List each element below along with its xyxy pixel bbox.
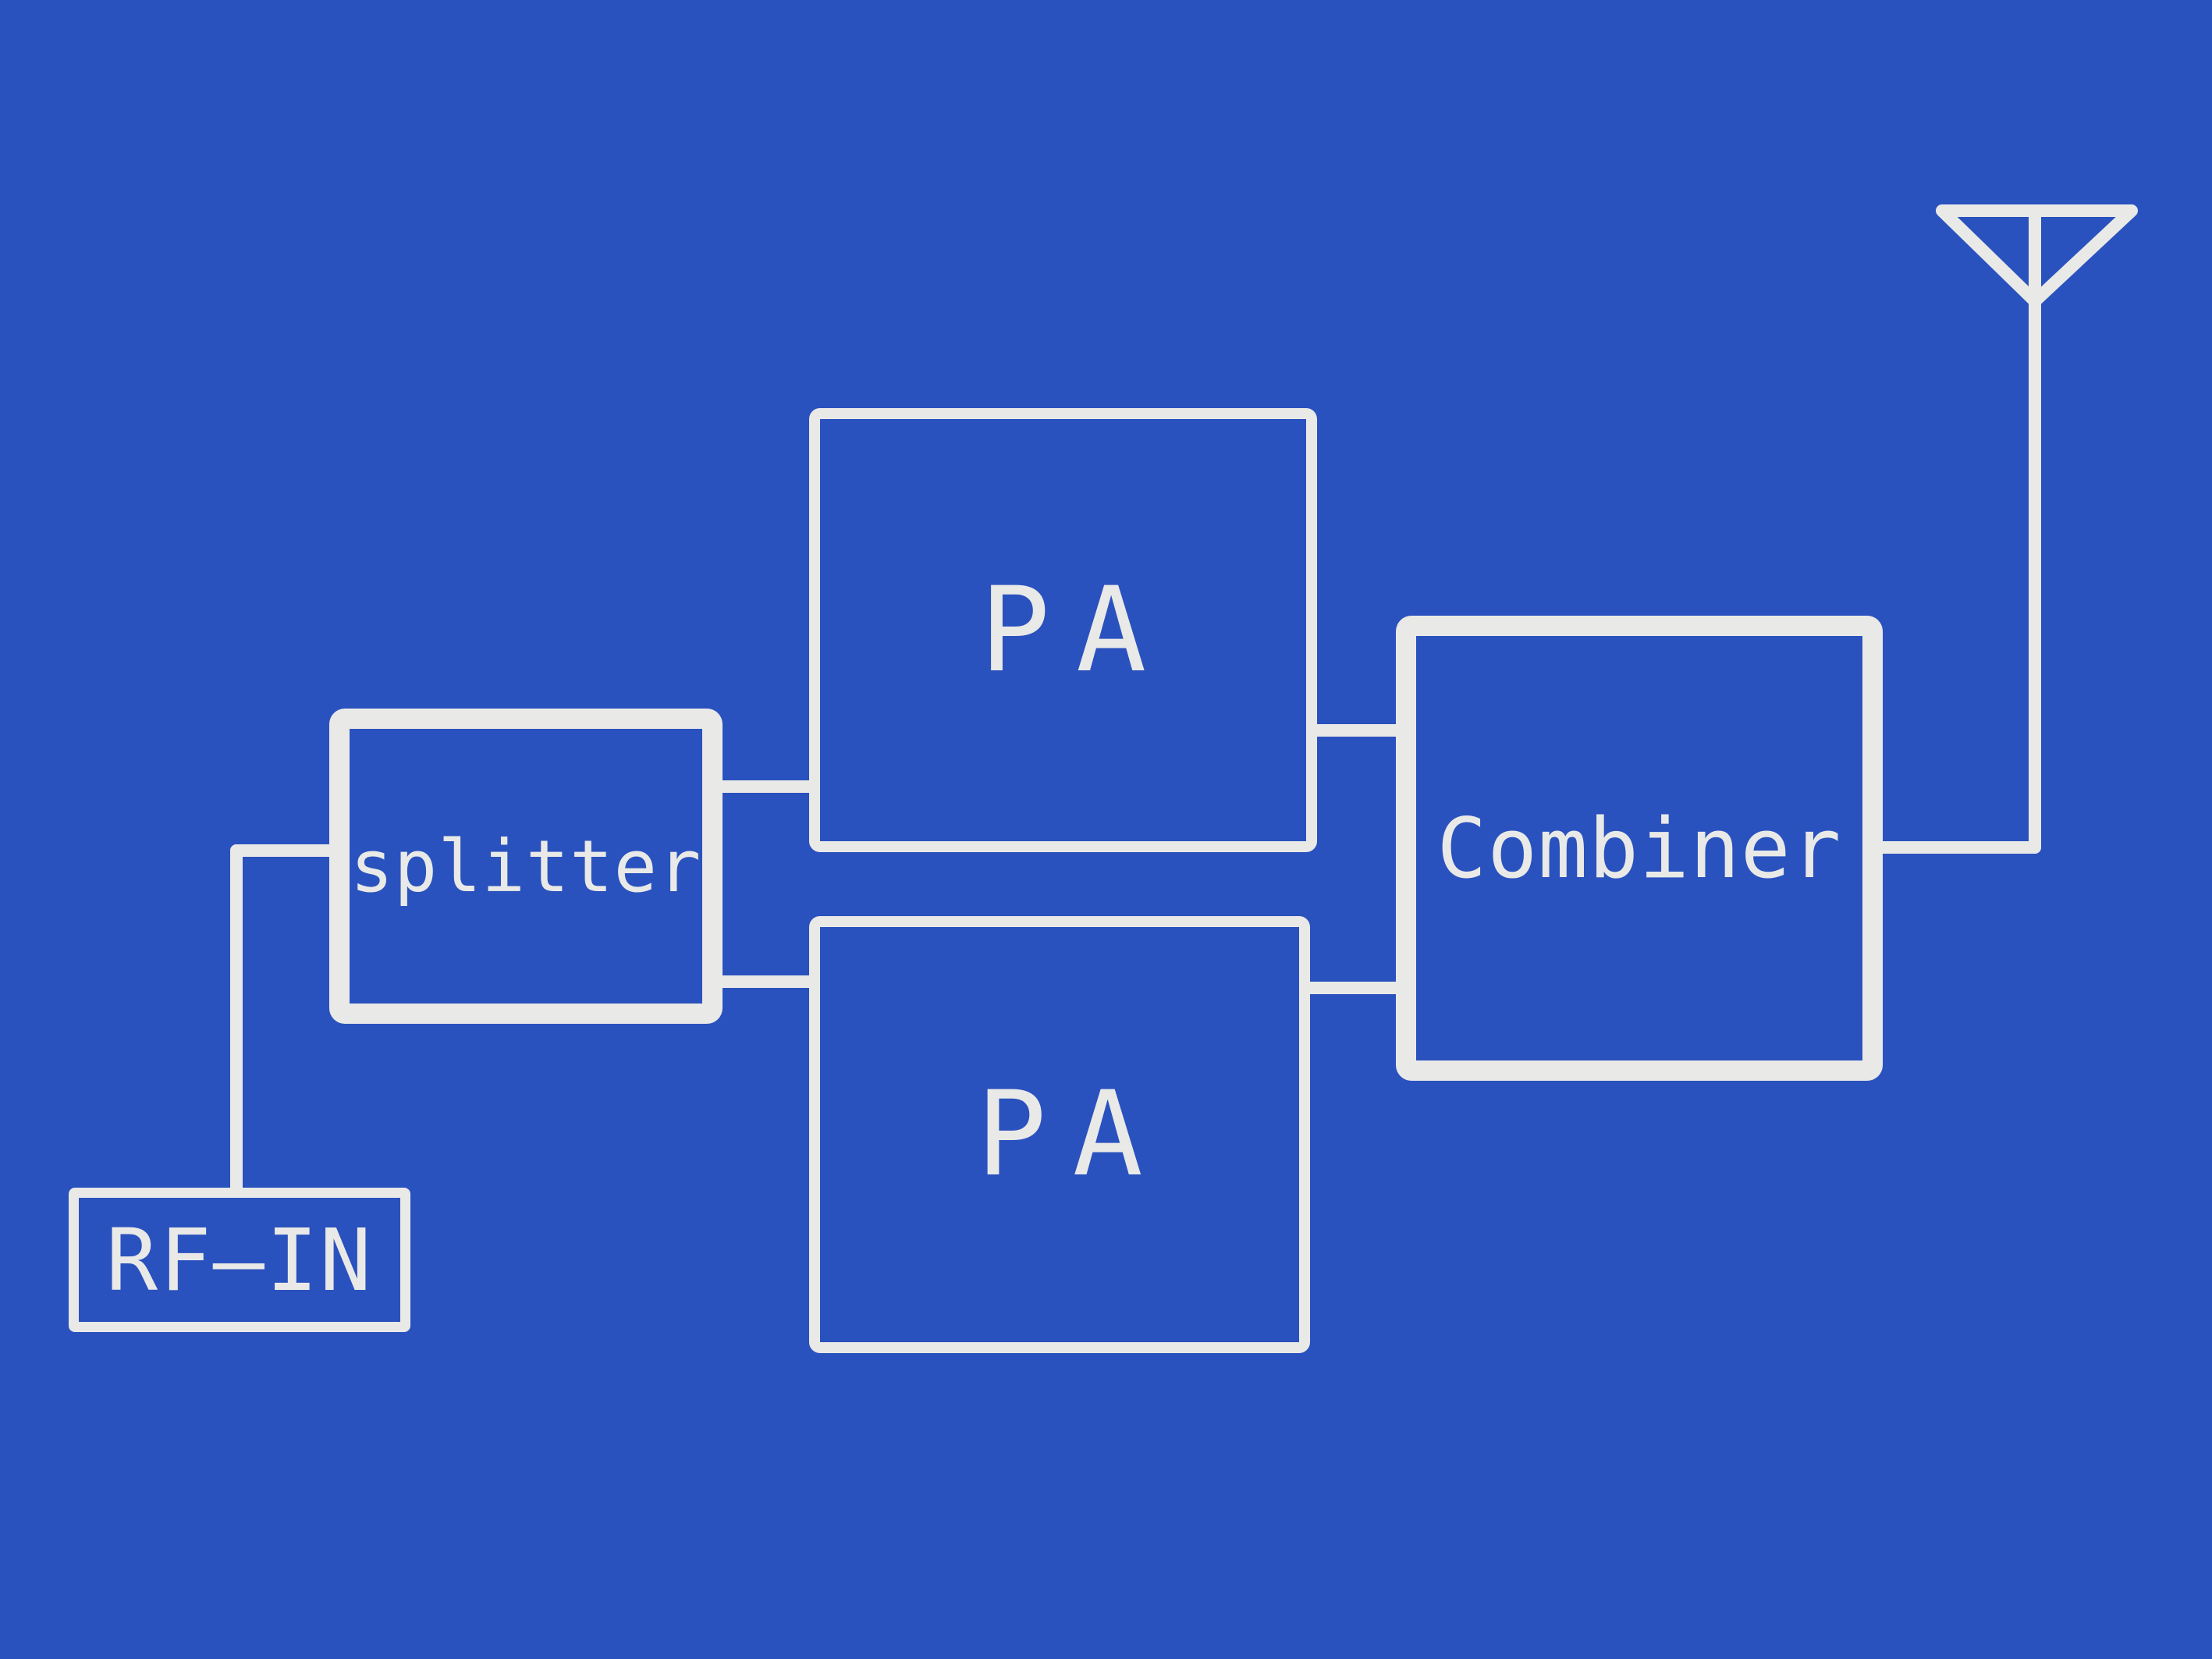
pa-bottom-box: PA (809, 916, 1310, 1353)
pa-top-label: PA (979, 562, 1173, 698)
wire-pa-top-to-combiner (1311, 724, 1404, 737)
wire-rfin-vertical (230, 844, 243, 1197)
pa-bottom-label: PA (976, 1067, 1169, 1203)
wire-combiner-to-antenna (1876, 841, 2041, 854)
rf-in-box: RF–IN (69, 1188, 410, 1332)
wire-splitter-to-pa-bottom (716, 975, 818, 988)
wire-pa-bottom-to-combiner (1304, 982, 1405, 994)
wire-rfin-to-splitter (230, 844, 339, 857)
combiner-label: Combiner (1436, 800, 1842, 897)
wire-splitter-to-pa-top (716, 780, 818, 793)
rf-in-label: RF–IN (105, 1210, 374, 1310)
splitter-label: splitter (350, 824, 702, 908)
antenna-icon (1936, 204, 2138, 307)
wire-antenna-stem (2029, 204, 2041, 854)
splitter-box: splitter (329, 709, 723, 1024)
combiner-box: Combiner (1396, 616, 1883, 1081)
pa-top-box: PA (809, 408, 1317, 852)
